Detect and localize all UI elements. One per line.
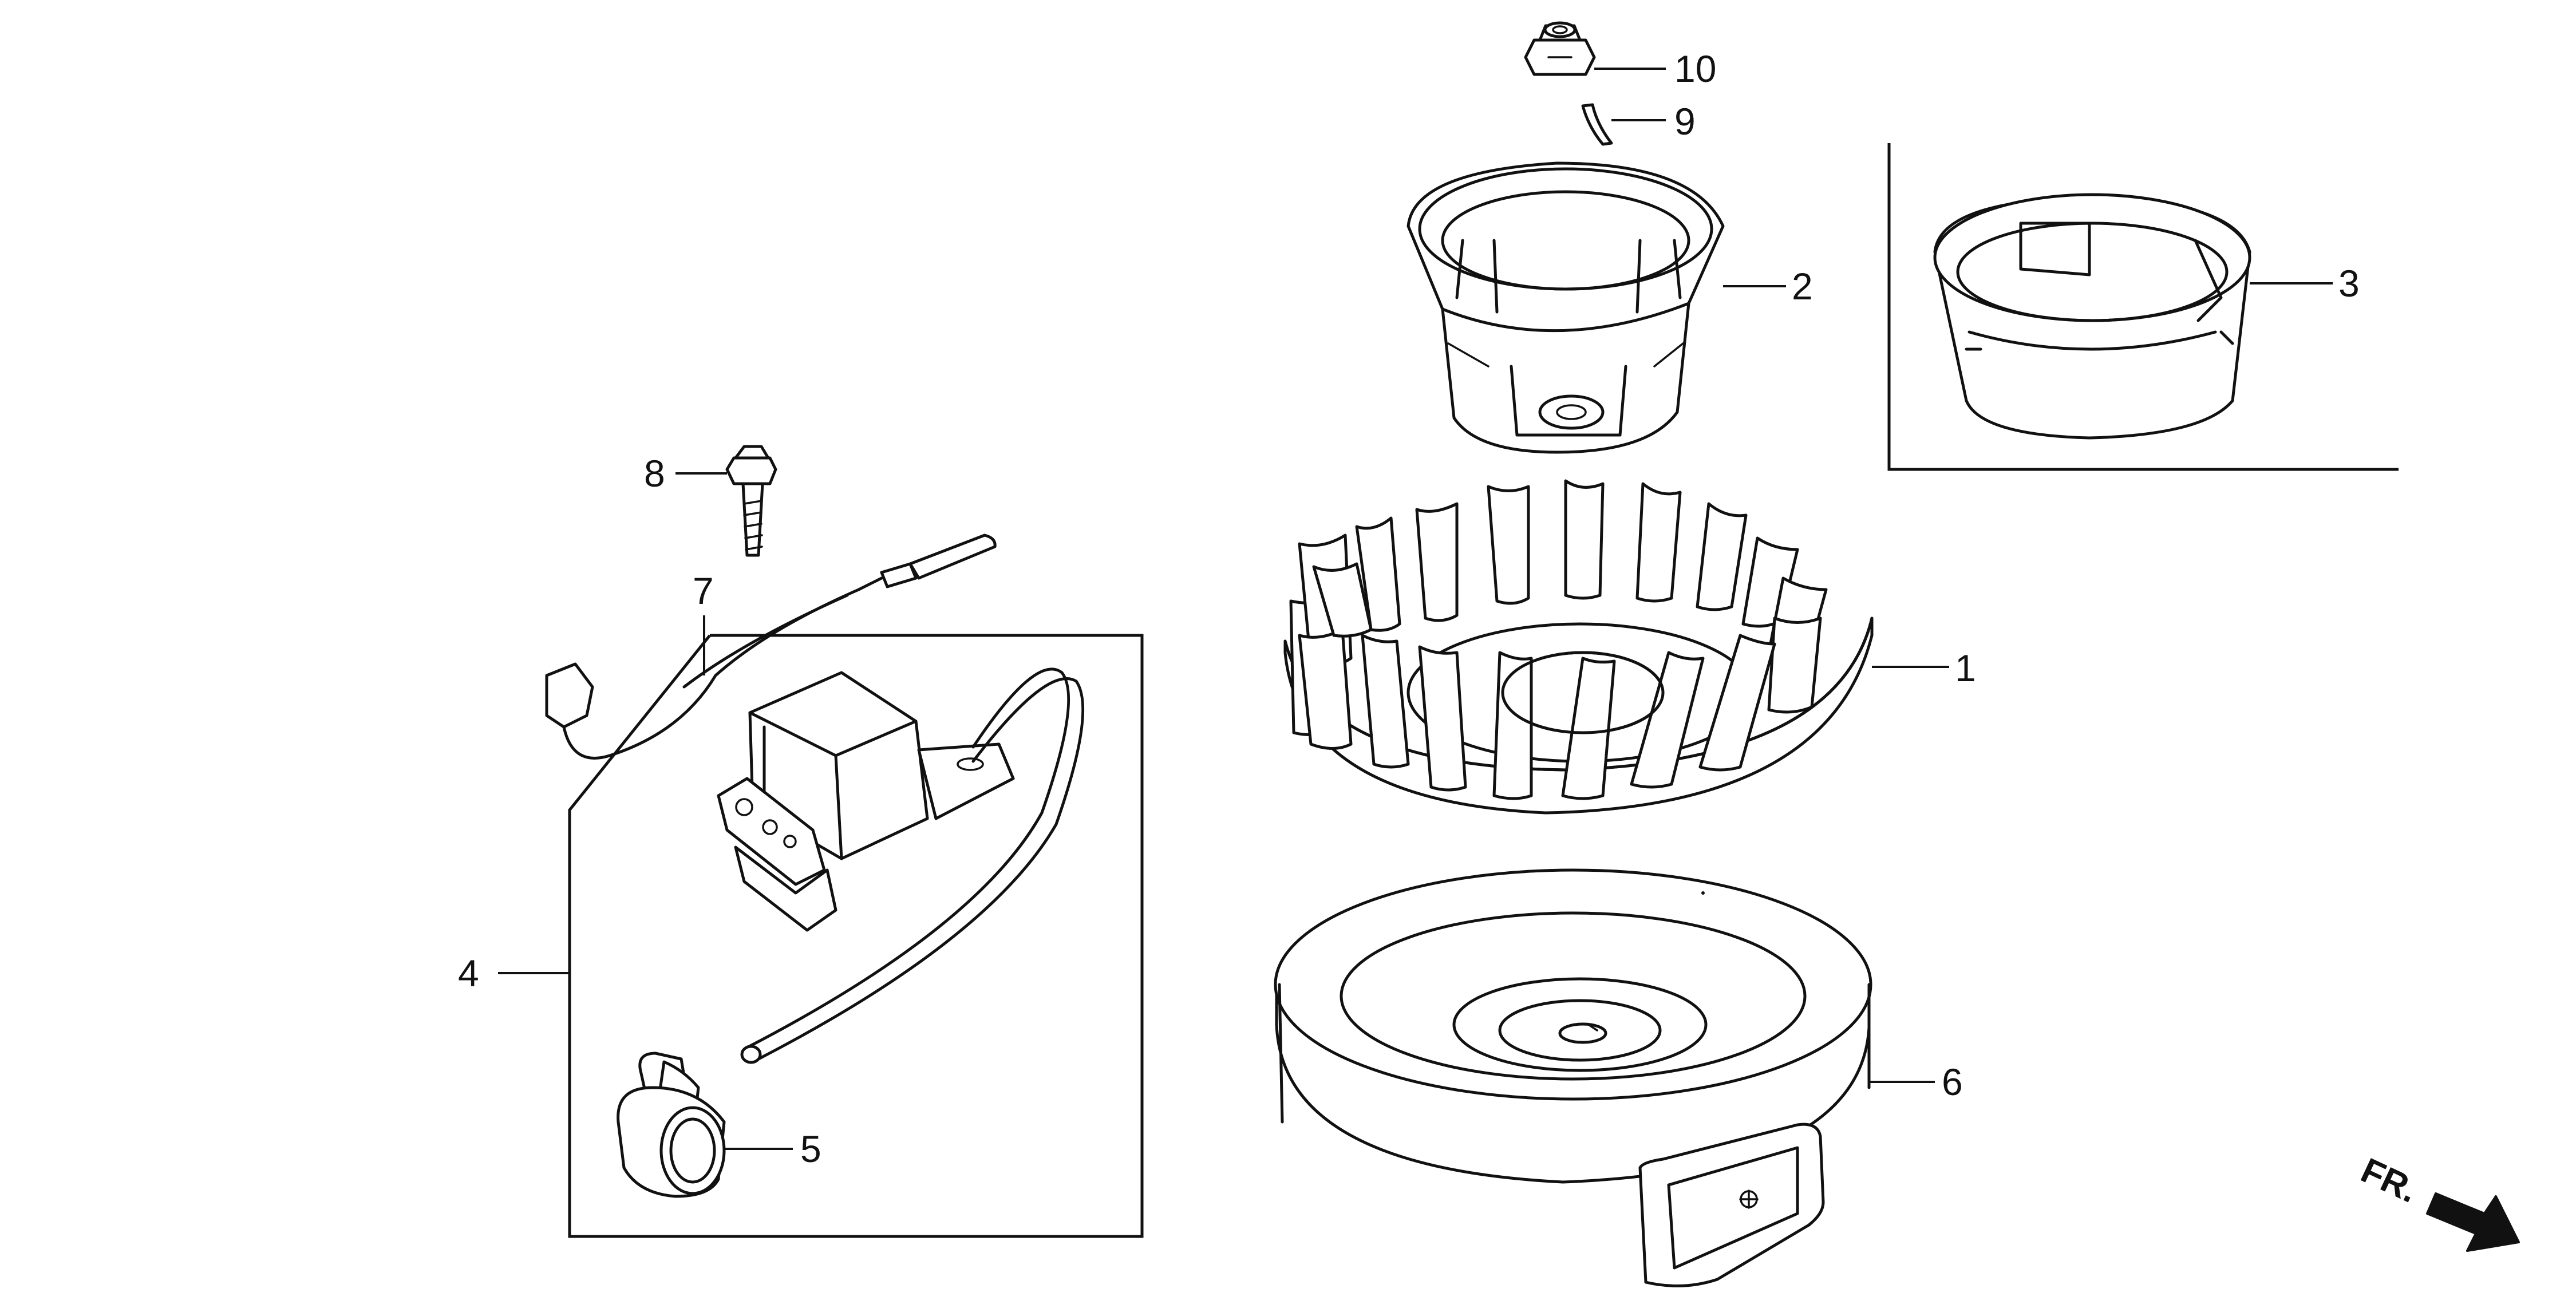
ignition-coil-frame bbox=[568, 634, 1144, 1238]
front-direction-indicator: FR. bbox=[2355, 1151, 2520, 1252]
spark-plug-cap-part bbox=[617, 1052, 726, 1198]
front-arrow-icon bbox=[2426, 1192, 2520, 1252]
front-direction-label: FR. bbox=[2355, 1151, 2424, 1211]
callout-9: 9 bbox=[1674, 100, 1696, 143]
callout-1: 1 bbox=[1955, 647, 1976, 689]
flywheel-fins bbox=[1289, 479, 1828, 800]
callout-2: 2 bbox=[1792, 265, 1813, 307]
callout-8: 8 bbox=[644, 452, 665, 495]
flywheel-cover-part bbox=[1274, 868, 1872, 1287]
callout-10: 10 bbox=[1674, 48, 1716, 90]
alt-pulley-frame bbox=[1887, 143, 2399, 471]
stop-wire-part bbox=[545, 533, 997, 760]
ignition-coil-part bbox=[717, 667, 1085, 1064]
callout-3: 3 bbox=[2338, 262, 2360, 305]
callout-5: 5 bbox=[800, 1128, 821, 1170]
callout-4: 4 bbox=[458, 952, 479, 994]
starter-pulley-part bbox=[1406, 161, 1725, 454]
flywheel-part bbox=[1283, 479, 1874, 815]
callout-6: 6 bbox=[1942, 1061, 1963, 1103]
alt-starter-pulley-part bbox=[1933, 193, 2251, 440]
callout-7: 7 bbox=[693, 570, 714, 612]
flange-bolt-part bbox=[725, 445, 777, 557]
flywheel-nut-part bbox=[1524, 21, 1596, 76]
registration-dot bbox=[1701, 891, 1705, 895]
woodruff-key-part bbox=[1581, 103, 1613, 146]
